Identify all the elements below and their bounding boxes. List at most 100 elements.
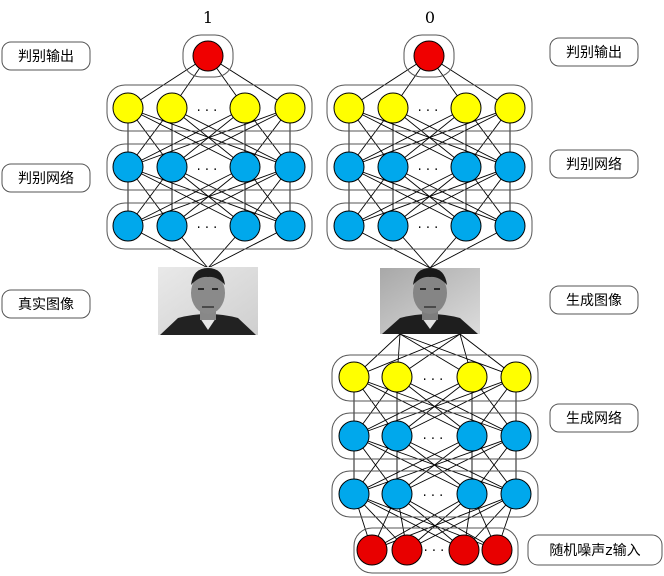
hidden-node-blue [274,210,306,242]
gen-node-blue [338,478,370,510]
layer-box-output-left [182,34,234,78]
svg-text:判别输出: 判别输出 [566,45,622,61]
edge-line [353,376,517,437]
label-real-image: 真实图像 [1,289,91,319]
edge-line [392,166,511,227]
label-disc-output-left: 判别输出 [1,41,91,71]
ellipsis-l2: · · · [197,163,218,178]
edge-line [396,493,498,551]
edge-line [392,107,511,168]
gen-node-blue [456,478,488,510]
layer-box-output-right [403,34,455,78]
hidden-node-blue [112,151,144,183]
ellipsis-g2: · · · [423,432,444,447]
layer-box-left-1 [106,84,313,132]
edge-line [127,55,209,109]
svg-text:生成图像: 生成图像 [566,293,622,309]
edge-line [428,55,511,109]
hidden-node-blue [494,151,526,183]
hidden-node-blue [333,210,365,242]
hidden-node-yellow [377,92,409,124]
edge-line [171,107,291,168]
ellipsis-l3: · · · [197,221,218,236]
label-noise-input: 随机噪声z输入 [527,534,663,566]
hidden-node-yellow [274,92,306,124]
output-node [192,40,224,72]
edge-line [127,107,246,168]
edge-line [396,376,517,437]
output-node [413,40,445,72]
gen-node-yellow [381,361,413,393]
ellipsis-g1: · · · [423,373,444,388]
edge-line [348,55,430,109]
ellipsis-r2: · · · [418,163,439,178]
ellipsis-r1: · · · [418,104,439,119]
layer-box-right-2 [326,143,533,191]
real-face-photo [158,267,258,335]
gen-node-yellow [338,361,370,393]
edge-line [348,166,467,227]
ellipsis-g3: · · · [423,489,444,504]
hidden-node-blue [229,210,261,242]
noise-node [356,534,388,566]
neuron-nodes [112,40,532,566]
noise-node [391,534,423,566]
ellipsis-marks: · · · · · · · · · · · · · · · · · · · · … [197,104,445,559]
svg-text:真实图像: 真实图像 [18,297,74,313]
hidden-node-blue [450,151,482,183]
hidden-node-blue [112,210,144,242]
hidden-node-blue [156,210,188,242]
edge-line [171,166,291,227]
hidden-node-blue [377,210,409,242]
edge-line [371,493,473,551]
gen-node-blue [381,420,413,452]
edge-line [127,166,246,227]
edge-line [353,493,465,551]
hidden-node-blue [156,151,188,183]
edge-line [353,435,517,495]
edge-line [353,435,473,495]
gen-node-blue [381,478,413,510]
gen-node-blue [456,420,488,452]
layer-box-right-3 [326,202,533,250]
hidden-node-yellow [156,92,188,124]
label-generated-image: 生成图像 [549,285,639,315]
hidden-node-blue [229,151,261,183]
noise-node [481,534,513,566]
edge-line [348,166,511,227]
label-gen-network: 生成网络 [549,403,639,433]
hidden-node-blue [274,151,306,183]
svg-text:生成网络: 生成网络 [566,411,622,427]
real-output-value: 1 [203,8,213,27]
gen-node-blue [500,478,532,510]
layer-box-left-3 [106,202,313,250]
hidden-node-yellow [333,92,365,124]
edge-line [353,376,473,437]
svg-text:判别输出: 判别输出 [18,49,74,65]
label-disc-network-right: 判别网络 [549,149,639,179]
hidden-node-yellow [112,92,144,124]
label-disc-network-left: 判别网络 [1,163,91,193]
edge-line [127,107,291,168]
gen-node-blue [338,420,370,452]
ellipsis-r3: · · · [418,221,439,236]
gen-node-blue [500,420,532,452]
gen-node-yellow [500,361,532,393]
edge-line [348,107,467,168]
layer-box-left-2 [106,143,313,191]
svg-text:随机噪声z输入: 随机噪声z输入 [549,543,640,559]
edge-line [207,55,291,109]
layer-box-gen-2 [331,412,539,460]
noise-node [448,534,480,566]
layer-box-gen-1 [331,354,539,402]
edge-line [127,166,291,227]
fake-output-value: 0 [425,8,435,27]
gen-node-yellow [456,361,488,393]
label-disc-output-right: 判别输出 [549,37,639,67]
generated-face-photo [380,268,480,334]
edge-line [348,107,511,168]
layer-box-right-1 [326,84,533,132]
edge-line [406,493,517,551]
svg-text:判别网络: 判别网络 [566,157,622,173]
